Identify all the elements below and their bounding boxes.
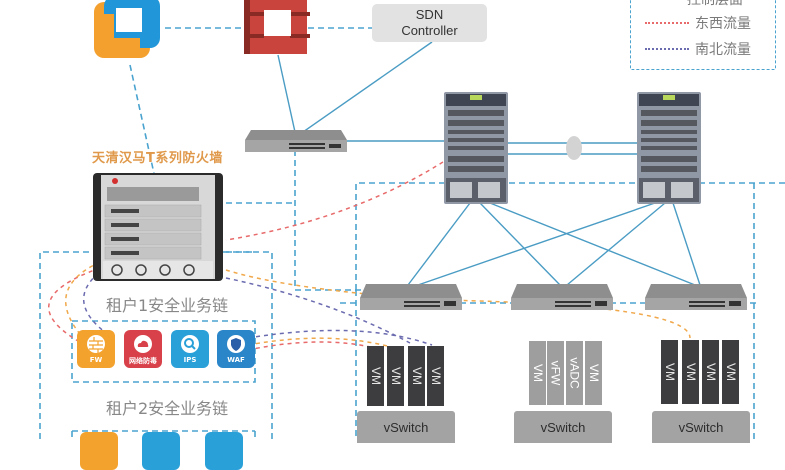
link-core1-leaf1 [407, 202, 471, 286]
legend-line-north-south [645, 48, 689, 50]
legend-item-control-plane: 控制层面 [687, 0, 743, 9]
host2-vadc[interactable]: vADC [566, 341, 583, 405]
ew-flow-chain-vm [247, 341, 376, 351]
vm-label: VM [368, 367, 383, 385]
tenant1-antivirus-service[interactable]: 网络防毒 [124, 330, 162, 368]
tenant2-title: 租户2安全业务链 [106, 399, 229, 418]
tenant1-ips-service[interactable]: IPS [171, 330, 209, 368]
dc-boundary [355, 182, 785, 290]
host2-vm-1[interactable]: VM [529, 341, 546, 405]
sdn-controller-line1: SDN [415, 7, 444, 22]
host3-vm-1[interactable]: VM [661, 340, 678, 404]
vm-label: VM [530, 364, 545, 382]
ns-flow-fw-right [225, 277, 411, 344]
link-core2-leaf3 [672, 202, 701, 286]
tenant1-title: 租户1安全业务链 [106, 296, 229, 315]
vm-label: VM [723, 363, 738, 381]
leaf-switch-1[interactable] [360, 284, 462, 312]
legend-item-east-west: 东西流量 [645, 13, 751, 33]
access-switch[interactable] [245, 130, 347, 160]
stack-link-oval [566, 136, 582, 160]
leaf-switch-3[interactable] [645, 284, 747, 312]
vm-label: VM [703, 363, 718, 381]
vm-label: VM [586, 364, 601, 382]
legend-line-east-west [645, 22, 689, 24]
firewall-title: 天清汉马T系列防火墙 [92, 151, 223, 166]
host3-vm-2[interactable]: VM [682, 340, 699, 404]
ew-flow-core-fw [225, 161, 444, 241]
magnifier-icon [181, 335, 199, 353]
host1-vm-3[interactable]: VM [408, 346, 425, 406]
link-core2-leaf1 [417, 202, 656, 286]
host1-vswitch[interactable]: vSwitch [357, 411, 455, 443]
network-diagram: SDN Controller 控制层面 东西流量 南北流量 [39, 0, 785, 470]
tenant2-waf-service[interactable] [205, 432, 243, 470]
leaf-switch-2[interactable] [511, 284, 613, 312]
link-core2-leaf2 [566, 202, 666, 286]
legend-label-control: 控制层面 [687, 0, 743, 8]
openstack-logo-icon [244, 0, 310, 56]
ew-flow-fw-loop [48, 267, 101, 342]
legend-label-north-south: 南北流量 [695, 42, 751, 58]
tenant1-fw-service[interactable]: FW [77, 330, 115, 368]
link-core1-leaf3 [489, 202, 696, 286]
host2-vfw[interactable]: vFW [547, 341, 564, 405]
legend-item-north-south: 南北流量 [645, 39, 751, 59]
orange-flow-fw-loop [65, 261, 101, 341]
vmware-logo-icon [92, 0, 162, 62]
host2-vswitch[interactable]: vSwitch [514, 411, 612, 443]
service-label: FW [89, 356, 103, 364]
orange-flow-chain-vm [247, 337, 396, 349]
host1-vm-4[interactable]: VM [427, 346, 444, 406]
link-core1-leaf2 [479, 202, 561, 286]
service-label: WAF [227, 356, 245, 364]
host1-vm-2[interactable]: VM [387, 346, 404, 406]
vm-label: vADC [567, 357, 582, 389]
vm-label: vFW [548, 360, 563, 386]
vm-label: VM [388, 367, 403, 385]
vm-label: VM [409, 367, 424, 385]
legend-label-east-west: 东西流量 [695, 16, 751, 32]
tenant2-ips-service[interactable] [142, 432, 180, 470]
vm-label: VM [662, 363, 677, 381]
link-openstack-switch [277, 54, 296, 133]
service-label: IPS [183, 356, 197, 364]
service-label: 网络防毒 [129, 357, 157, 365]
sdn-controller-line2: Controller [401, 23, 458, 38]
brick-wall-icon [87, 335, 105, 353]
vm-label: VM [683, 363, 698, 381]
tenant2-fw-service[interactable] [80, 432, 118, 470]
vm-label: VM [428, 367, 443, 385]
cloud-icon [134, 335, 152, 353]
firewall-chassis[interactable] [93, 173, 223, 281]
control-link-switch-down [294, 150, 430, 291]
ns-flow-chain-vm [247, 329, 433, 346]
host3-vswitch[interactable]: vSwitch [652, 411, 750, 443]
sdn-controller[interactable]: SDN Controller [372, 4, 487, 42]
legend: 控制层面 东西流量 南北流量 [630, 0, 776, 70]
host1-vm-1[interactable]: VM [367, 346, 384, 406]
link-sdn-switch [302, 41, 433, 133]
host3-vm-4[interactable]: VM [722, 340, 739, 404]
shield-icon [227, 335, 245, 353]
tenant1-box [71, 320, 256, 383]
tenant1-waf-service[interactable]: WAF [217, 330, 255, 368]
host3-vm-3[interactable]: VM [702, 340, 719, 404]
core-switch-2[interactable] [637, 92, 701, 204]
core-switch-1[interactable] [444, 92, 508, 204]
host2-vm-4[interactable]: VM [585, 341, 602, 405]
